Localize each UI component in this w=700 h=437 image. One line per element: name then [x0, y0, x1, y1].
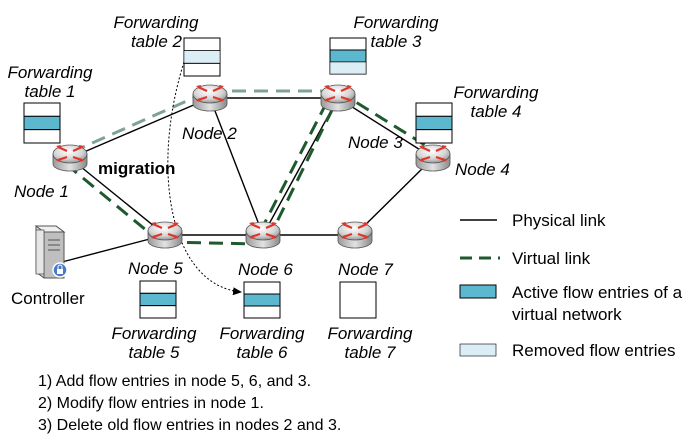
node-2-label: Node 2 [182, 124, 237, 143]
forwarding-table-4 [415, 102, 453, 144]
step-1: 1) Add flow entries in node 5, 6, and 3. [38, 373, 312, 390]
forwarding-table-3 [329, 37, 367, 75]
legend-active-text-1: Active flow entries of a [512, 283, 683, 302]
legend-removed-text: Removed flow entries [512, 341, 676, 360]
forwarding-table-6 [243, 281, 281, 319]
legend-active-swatch [459, 284, 497, 299]
virtual-links-old [71, 89, 338, 154]
forwarding-table-5 [139, 280, 177, 319]
controller-label: Controller [11, 289, 85, 308]
node-5-label: Node 5 [128, 259, 183, 278]
router-node-6-icon [245, 221, 281, 249]
step-3: 3) Delete old flow entries in nodes 2 an… [38, 417, 342, 434]
controller-server-icon [34, 225, 68, 279]
router-node-3-icon [320, 84, 356, 112]
legend-removed-swatch [459, 343, 497, 357]
legend-virtual-text: Virtual link [512, 249, 591, 268]
legend-active-text-2: virtual network [512, 305, 622, 324]
node-1-label: Node 1 [14, 182, 69, 201]
router-node-1-icon [52, 144, 88, 172]
node-3-label: Node 3 [348, 133, 403, 152]
node-4-label: Node 4 [455, 160, 510, 179]
router-node-2-icon [192, 84, 228, 112]
router-node-4-icon [415, 144, 451, 172]
node-7-label: Node 7 [338, 260, 393, 279]
router-node-5-icon [147, 221, 183, 249]
step-2: 2) Modify flow entries in node 1. [38, 395, 264, 412]
forwarding-table-2 [183, 37, 221, 77]
node-6-label: Node 6 [238, 260, 293, 279]
legend-physical-text: Physical link [512, 211, 606, 230]
forwarding-table-1 [23, 102, 61, 144]
migration-label: migration [98, 159, 176, 178]
router-node-7-icon [337, 221, 373, 249]
forwarding-table-7 [339, 281, 377, 319]
